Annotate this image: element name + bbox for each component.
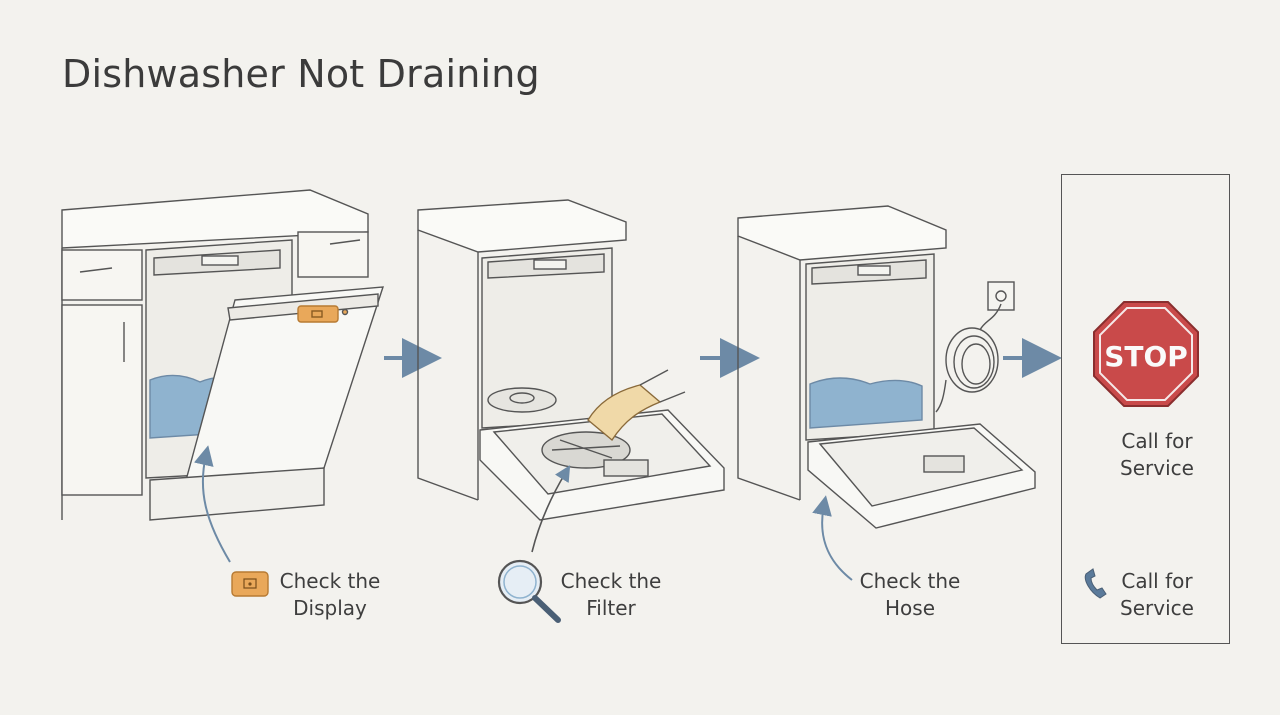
step-label-service: Call for Service: [1120, 569, 1194, 620]
step-label-display: Check the Display: [279, 569, 381, 620]
step1-dishwasher-illustration: [61, 189, 384, 563]
phone-icon: [1084, 568, 1107, 599]
magnifier-icon: [497, 559, 561, 623]
step3-dishwasher-illustration: [737, 205, 1036, 581]
stop-caption: Call for Service: [1120, 429, 1194, 480]
step-label-filter: Check the Filter: [560, 569, 662, 620]
stop-panel: [1061, 174, 1230, 644]
stop-sign-icon: STOP: [1093, 301, 1199, 407]
step2-dishwasher-illustration: [417, 199, 725, 553]
page-title: Dishwasher Not Draining: [62, 52, 540, 96]
step-label-hose: Check the Hose: [859, 569, 961, 620]
display-icon: [231, 571, 269, 597]
stop-sign-text: STOP: [1104, 340, 1188, 373]
